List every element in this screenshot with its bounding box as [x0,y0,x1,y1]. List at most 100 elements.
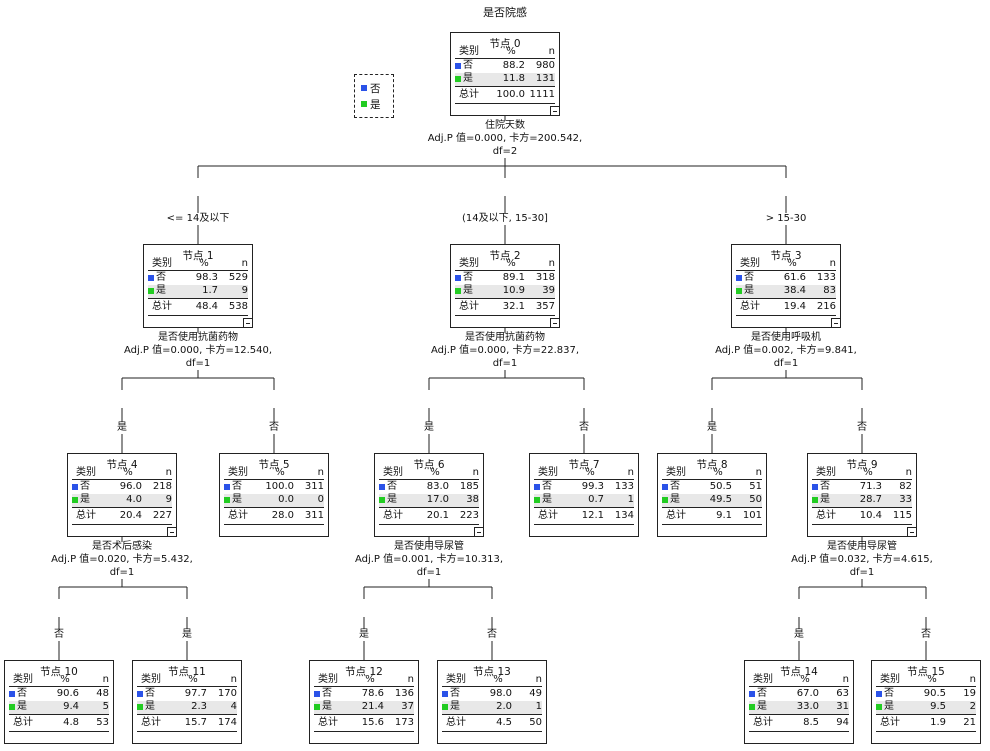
row-category: 否 [884,688,894,699]
collapse-toggle-icon[interactable] [550,106,560,116]
row-count: 185 [459,481,479,492]
total-percent: 20.4 [119,510,142,521]
node-title: 节点 12 [345,666,383,678]
row-category: 否 [463,60,473,71]
row-count: 1 [535,701,542,712]
row-percent: 90.6 [56,688,79,699]
header-n: n [969,674,976,685]
divider [812,524,912,525]
divider [455,270,555,271]
row-category: 否 [744,272,754,283]
split-df: df=1 [185,358,211,369]
row-highlight [736,285,836,298]
category-swatch-no [224,484,230,490]
split-df: df=1 [109,567,135,578]
header-percent: % [123,467,133,478]
edge-label: 是 [284,629,444,641]
row-count: 980 [535,60,555,71]
collapse-toggle-icon[interactable] [243,318,253,328]
row-category: 是 [670,494,680,505]
row-percent: 0.0 [278,494,294,505]
row-count: 19 [963,688,976,699]
split-variable: 是否使用呼吸机 [751,332,821,343]
header-n: n [230,674,237,685]
row-percent: 78.6 [361,688,384,699]
row-highlight [72,494,172,507]
category-swatch-no [812,484,818,490]
header-n: n [548,258,555,269]
category-swatch-yes [224,497,230,503]
header-n: n [472,467,479,478]
collapse-toggle-icon[interactable] [907,527,917,537]
header-percent: % [493,674,503,685]
row-percent: 71.3 [859,481,882,492]
legend: 否 是 [354,74,394,118]
row-count: 51 [749,481,762,492]
divider [314,686,414,687]
divider [224,507,324,508]
divider [736,315,836,316]
row-category: 否 [820,481,830,492]
header-n: n [905,467,912,478]
header-category: 类别 [459,46,479,57]
divider [224,524,324,525]
divider [148,298,248,299]
divider [812,507,912,508]
collapse-toggle-icon[interactable] [474,527,484,537]
collapse-toggle-icon[interactable] [167,527,177,537]
divider [534,507,634,508]
category-swatch-yes [9,704,15,710]
divider [876,731,976,732]
header-percent: % [863,467,873,478]
row-category: 否 [232,481,242,492]
edge-label: 是 [42,422,202,434]
row-count: 5 [102,701,109,712]
row-highlight [749,701,849,714]
header-category: 类别 [141,674,161,685]
collapse-toggle-icon[interactable] [831,318,841,328]
divider [876,686,976,687]
total-percent: 15.6 [361,717,384,728]
category-swatch-no [455,275,461,281]
total-count: 53 [96,717,109,728]
divider [137,731,237,732]
row-percent: 33.0 [796,701,819,712]
category-swatch-no [148,275,154,281]
row-percent: 67.0 [796,688,819,699]
total-label: 总计 [318,717,338,728]
header-percent: % [585,467,595,478]
row-category: 是 [387,494,397,505]
row-category: 是 [145,701,155,712]
category-swatch-yes [442,704,448,710]
total-percent: 15.7 [184,717,207,728]
row-percent: 88.2 [502,60,525,71]
header-percent: % [506,46,516,57]
row-count: 48 [96,688,109,699]
split-stats: Adj.P 值=0.020, 卡方=5.432, [51,554,193,565]
divider [72,479,172,480]
collapse-toggle-icon[interactable] [550,318,560,328]
divider [72,524,172,525]
edge-label: 是 [719,629,879,641]
row-percent: 9.4 [63,701,79,712]
header-percent: % [188,674,198,685]
row-category: 是 [744,285,754,296]
header-percent: % [60,674,70,685]
